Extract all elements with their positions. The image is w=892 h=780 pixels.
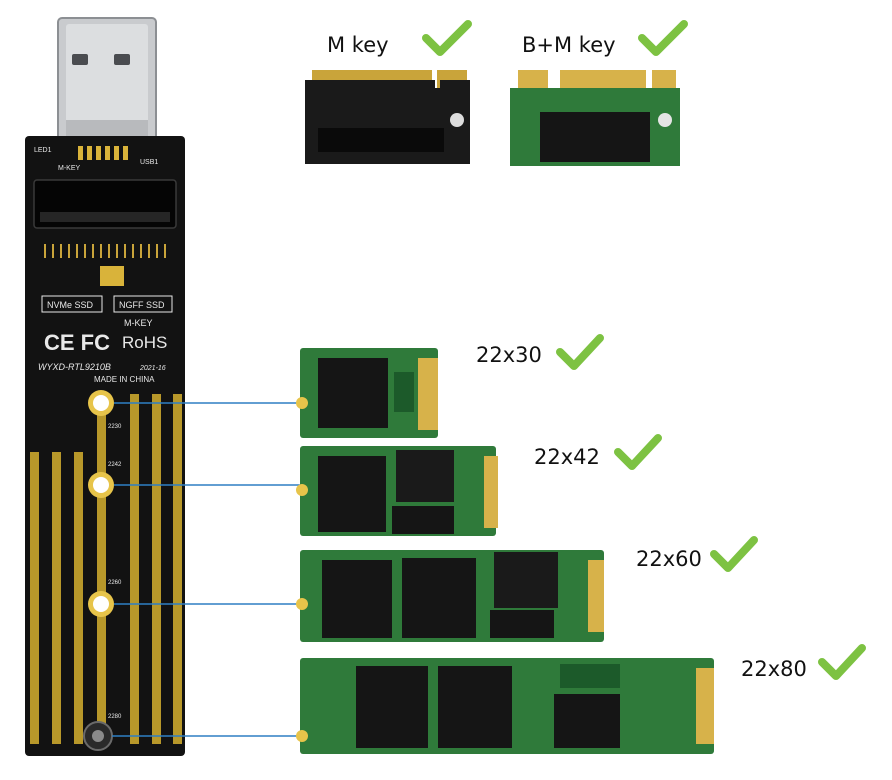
hole-label-2260: 2260 bbox=[108, 580, 122, 586]
rohs-mark: RoHS bbox=[122, 333, 167, 352]
size-label-2242: 22x42 bbox=[534, 445, 600, 469]
usb-connector bbox=[57, 17, 157, 147]
ssd-2230 bbox=[296, 348, 438, 438]
bm-key-card: B+M key bbox=[510, 20, 688, 166]
mount-screw-2280 bbox=[83, 721, 113, 751]
origin-label: MADE IN CHINA bbox=[94, 375, 155, 384]
size-label-2230: 22x30 bbox=[476, 343, 542, 367]
check-icon bbox=[710, 536, 758, 572]
bm-key-label: B+M key bbox=[522, 33, 616, 57]
check-icon bbox=[556, 334, 604, 370]
year-label: 2021-16 bbox=[139, 365, 166, 372]
check-icon bbox=[818, 644, 866, 680]
ngff-label: NGFF SSD bbox=[119, 300, 165, 310]
size-label-2280: 22x80 bbox=[741, 657, 807, 681]
slot-label: M-KEY bbox=[58, 165, 81, 172]
check-icon bbox=[422, 20, 472, 56]
size-label-2260: 22x60 bbox=[636, 547, 702, 571]
controller-pad bbox=[100, 266, 124, 286]
mount-hole-2260 bbox=[88, 591, 114, 617]
usb-label: USB1 bbox=[140, 159, 158, 166]
check-icon bbox=[614, 434, 662, 470]
hole-label-2242: 2242 bbox=[108, 462, 122, 468]
ssd-2280 bbox=[296, 658, 714, 754]
hole-label-2280: 2280 bbox=[108, 714, 122, 720]
hole-label-2230: 2230 bbox=[108, 424, 122, 430]
m-key-label: M key bbox=[327, 33, 389, 57]
check-icon bbox=[638, 20, 688, 56]
adapter-board: LED1 USB1 M-KEY NVMe SSD NGFF SSD M-KEY … bbox=[25, 136, 185, 756]
connector-lines bbox=[112, 402, 302, 737]
ssd-2260 bbox=[296, 550, 604, 642]
mount-hole-2242 bbox=[88, 472, 114, 498]
model-label: WYXD-RTL9210B bbox=[38, 362, 111, 372]
ssd-2242 bbox=[296, 446, 498, 536]
led-label: LED1 bbox=[34, 147, 52, 154]
mkey-label: M-KEY bbox=[124, 318, 153, 328]
mount-hole-2230 bbox=[88, 390, 114, 416]
m-key-card: M key bbox=[305, 20, 472, 164]
nvme-label: NVMe SSD bbox=[47, 300, 94, 310]
ce-fc-mark: CE FC bbox=[44, 330, 110, 355]
